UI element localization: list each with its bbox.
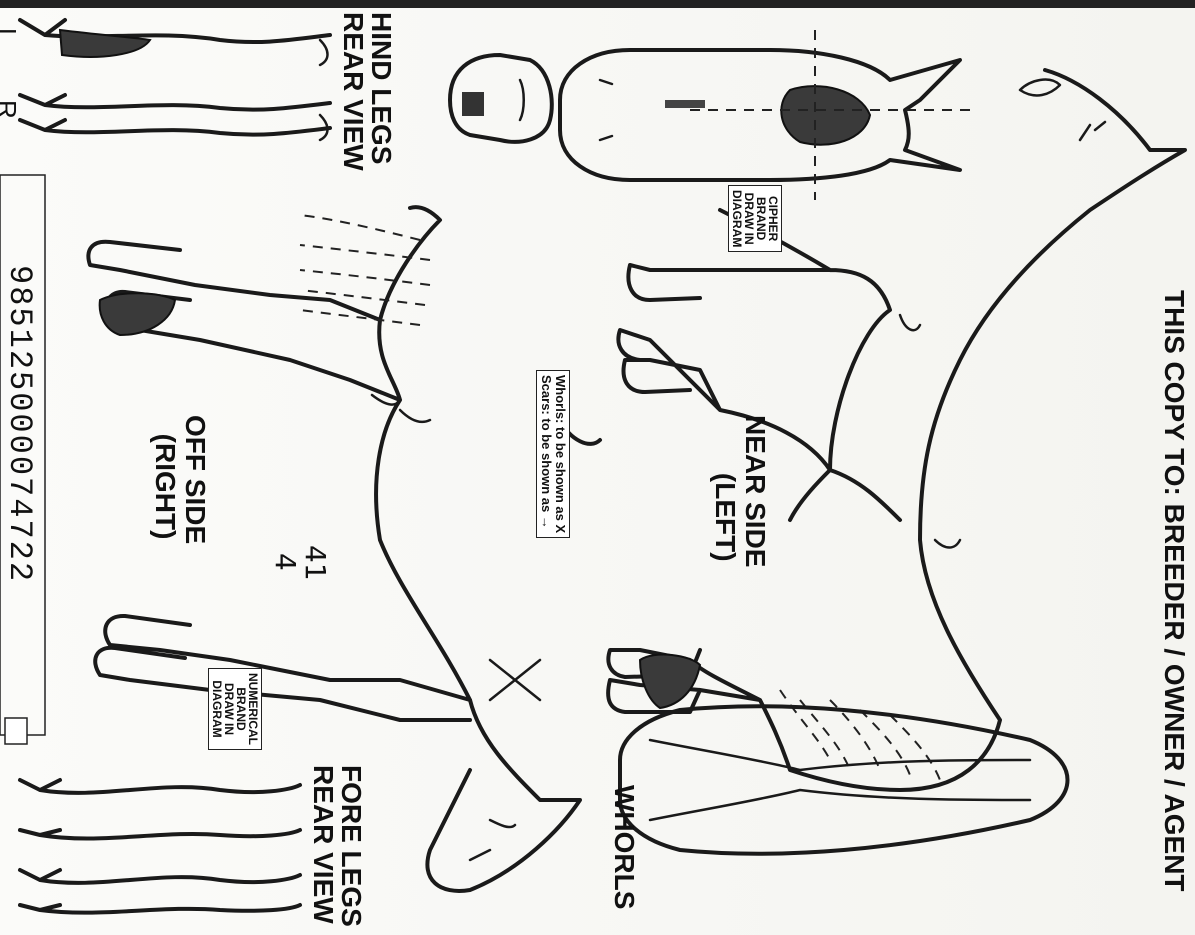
brand-number-handwritten: 41 4 — [270, 545, 330, 581]
near-tail-hair-1 — [780, 690, 830, 760]
numerical-brand-line-4: DIAGRAM — [211, 673, 223, 745]
whorls-title: WHORLS — [608, 785, 640, 909]
off-side-subtitle: (RIGHT) — [150, 415, 180, 544]
near-stifle-mark — [935, 540, 960, 548]
cipher-brand-line-1: CIPHER — [767, 190, 779, 247]
numerical-brand-box: NUMERICAL BRAND DRAW IN DIAGRAM — [208, 668, 262, 750]
fore-legs-label: FORE LEGS REAR VIEW — [309, 765, 365, 927]
near-nostril-icon — [1020, 80, 1060, 96]
cipher-brand-mark — [781, 86, 870, 145]
copy-to-label: THIS COPY TO: BREEDER / OWNER / AGENT — [1158, 290, 1190, 892]
checkbox[interactable] — [5, 718, 27, 744]
off-side-title: OFF SIDE — [180, 415, 210, 544]
whorls-label: WHORLS — [608, 785, 640, 909]
legend-whorls: Whorls: to be shown as X — [553, 375, 567, 533]
microchip-number-value: 985125000074722 — [1, 265, 38, 583]
head-star-mark — [665, 100, 705, 108]
near-side-subtitle: (LEFT) — [710, 415, 740, 567]
fore-legs-rear-view — [20, 780, 300, 913]
fore-legs-title: FORE LEGS — [337, 765, 365, 927]
cipher-brand-line-2: BRAND — [755, 190, 767, 247]
fore-legs-subtitle: REAR VIEW — [309, 765, 337, 927]
muzzle-view — [450, 55, 552, 142]
hind-legs-label: HIND LEGS REAR VIEW — [339, 12, 395, 171]
scan-edge — [0, 0, 1195, 8]
brand-number-line-1: 41 — [300, 545, 330, 581]
leg-right-value: R — [0, 100, 22, 119]
copy-to-header: THIS COPY TO: BREEDER / OWNER / AGENT — [1158, 290, 1190, 892]
cipher-brand-box: CIPHER BRAND DRAW IN DIAGRAM — [728, 185, 782, 252]
hind-legs-title: HIND LEGS — [367, 12, 395, 171]
whorl-x-mark — [490, 660, 540, 700]
numerical-brand-line-1: NUMERICAL — [247, 673, 259, 745]
brand-number-line-2: 4 — [270, 545, 300, 581]
leg-right-letter: R — [0, 100, 22, 119]
whorls-head-view — [620, 706, 1068, 854]
head-front-view — [560, 30, 975, 200]
near-hind-white-sock — [640, 655, 700, 708]
microchip-number: 985125000074722 — [1, 265, 38, 583]
legend-box: Whorls: to be shown as X Scars: to be sh… — [536, 370, 570, 538]
near-side-title: NEAR SIDE — [740, 415, 770, 567]
legend-scars: Scars: to be shown as → — [539, 375, 553, 533]
off-side-label: OFF SIDE (RIGHT) — [150, 415, 210, 544]
numerical-brand-line-3: DRAW IN — [223, 673, 235, 745]
leg-left-letter: L — [0, 28, 22, 42]
off-hind-white-sock — [100, 293, 175, 335]
cipher-brand-line-4: DIAGRAM — [731, 190, 743, 247]
hind-legs-rear-view — [20, 20, 330, 140]
near-side-label: NEAR SIDE (LEFT) — [710, 415, 770, 567]
leg-left-value: L — [0, 28, 22, 42]
off-tail-hair-1 — [300, 215, 420, 240]
cipher-brand-line-3: DRAW IN — [743, 190, 755, 247]
near-chestnut-mark — [900, 315, 920, 330]
hind-legs-subtitle: REAR VIEW — [339, 12, 367, 171]
